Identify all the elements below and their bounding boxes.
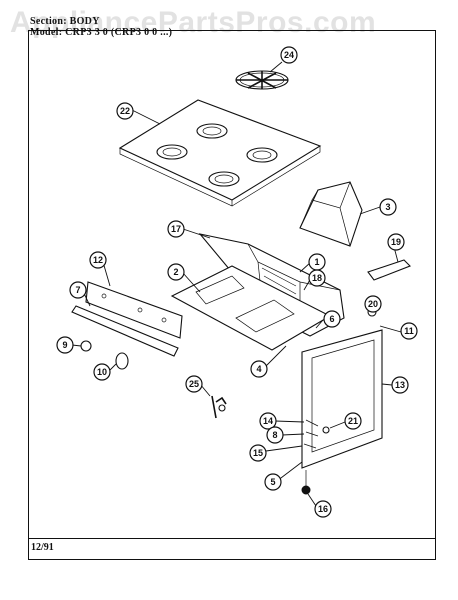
svg-text:25: 25: [189, 379, 199, 389]
svg-text:13: 13: [395, 380, 405, 390]
svg-text:19: 19: [391, 237, 401, 247]
vent-guard-part: [299, 181, 363, 247]
svg-text:10: 10: [97, 367, 107, 377]
section-label: Section: BODY: [30, 16, 100, 27]
model-label: Model: CRP3 3 0 (CRP3 0 0 ...): [30, 27, 173, 38]
svg-text:9: 9: [62, 340, 67, 350]
leveling-leg-part: [301, 470, 311, 495]
svg-text:7: 7: [75, 285, 80, 295]
callout-4: 4: [250, 360, 268, 378]
svg-text:12: 12: [93, 255, 103, 265]
svg-text:3: 3: [385, 202, 390, 212]
callout-7: 7: [69, 281, 87, 299]
callout-13: 13: [391, 376, 409, 394]
callout-15: 15: [249, 444, 267, 462]
callout-8: 8: [266, 426, 284, 444]
callout-17: 17: [167, 220, 185, 238]
svg-text:21: 21: [348, 416, 358, 426]
svg-text:14: 14: [263, 416, 273, 426]
svg-text:20: 20: [368, 299, 378, 309]
revision-date: 12/91: [31, 542, 54, 553]
callout-6: 6: [323, 310, 341, 328]
callout-16: 16: [314, 500, 332, 518]
callout-1: 1: [308, 253, 326, 271]
callout-9: 9: [56, 336, 74, 354]
svg-text:22: 22: [120, 106, 130, 116]
hardware-parts: [303, 419, 330, 449]
svg-text:15: 15: [253, 448, 263, 458]
svg-text:4: 4: [256, 364, 261, 374]
burner-grate-part: [235, 70, 289, 90]
callout-25: 25: [185, 375, 203, 393]
side-panel-part: [301, 329, 383, 469]
svg-text:24: 24: [284, 50, 294, 60]
callout-2: 2: [167, 263, 185, 281]
callout-12: 12: [89, 251, 107, 269]
svg-text:2: 2: [173, 267, 178, 277]
svg-text:17: 17: [171, 224, 181, 234]
manifold-part: [71, 305, 179, 357]
callout-10: 10: [93, 363, 111, 381]
callout-14: 14: [259, 412, 277, 430]
callout-19: 19: [387, 233, 405, 251]
svg-text:1: 1: [314, 257, 319, 267]
svg-text:6: 6: [329, 314, 334, 324]
igniter-part: [211, 395, 227, 419]
callout-11: 11: [400, 322, 418, 340]
svg-text:18: 18: [312, 273, 322, 283]
bracket-part: [367, 259, 411, 281]
callout-22: 22: [116, 102, 134, 120]
callout-21: 21: [344, 412, 362, 430]
svg-text:8: 8: [272, 430, 277, 440]
footer-rule: [28, 538, 436, 539]
callout-5: 5: [264, 473, 282, 491]
valve-parts: [80, 340, 129, 370]
cooktop-part: [118, 99, 322, 207]
drawing-frame: [28, 30, 436, 560]
control-panel-part: [85, 281, 183, 339]
callout-3: 3: [379, 198, 397, 216]
svg-text:5: 5: [270, 477, 275, 487]
svg-text:11: 11: [404, 326, 414, 336]
callout-20: 20: [364, 295, 382, 313]
svg-text:16: 16: [318, 504, 328, 514]
callout-24: 24: [280, 46, 298, 64]
callout-18: 18: [308, 269, 326, 287]
